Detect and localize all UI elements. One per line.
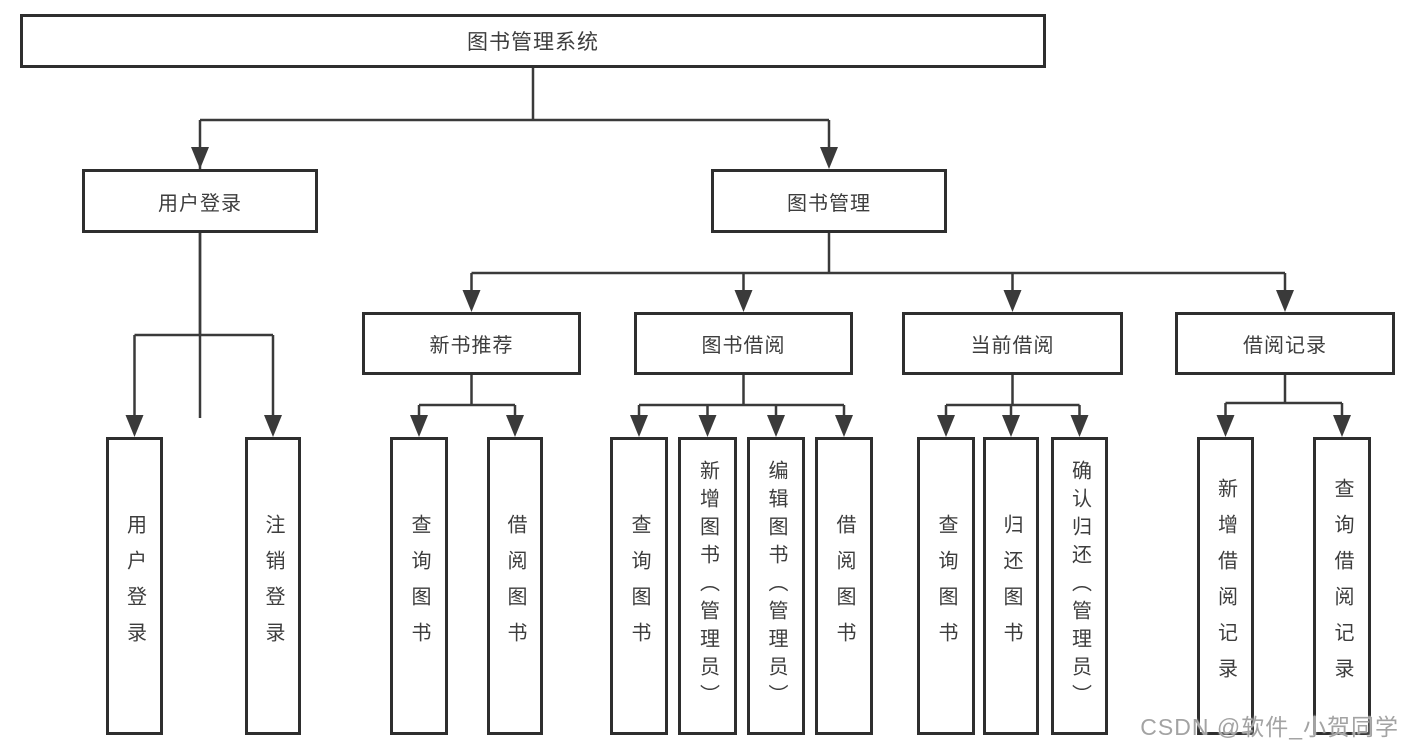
leaf-query-books-recommend: 查询图书 xyxy=(390,437,448,735)
node-book-borrowing: 图书借阅 xyxy=(634,312,853,375)
node-label: 新书推荐 xyxy=(429,335,514,357)
leaf-add-books-admin: 新增图书（管理员） xyxy=(678,437,737,735)
node-label: 查询图书 xyxy=(935,514,957,658)
leaf-user-login: 用户登录 xyxy=(106,437,163,735)
node-label: 图书管理 xyxy=(787,192,871,215)
node-label: 当前借阅 xyxy=(970,335,1055,357)
node-label: 归还图书 xyxy=(1000,514,1022,658)
node-current-borrowing: 当前借阅 xyxy=(902,312,1123,375)
node-label: 借阅图书 xyxy=(504,514,526,658)
node-label: 注销登录 xyxy=(262,514,284,658)
leaf-confirm-return-admin: 确认归还（管理员） xyxy=(1051,437,1108,735)
node-label: 新增图书（管理员） xyxy=(696,460,719,712)
connector-paths xyxy=(133,68,1344,420)
node-label: 图书管理系统 xyxy=(467,31,599,54)
leaf-borrow-books-borrowing: 借阅图书 xyxy=(815,437,873,735)
node-label: 查询图书 xyxy=(628,514,650,658)
leaf-query-borrow-record: 查询借阅记录 xyxy=(1313,437,1371,735)
leaf-logout-login: 注销登录 xyxy=(245,437,301,735)
node-library-management-system: 图书管理系统 xyxy=(20,14,1046,68)
node-borrowing-records: 借阅记录 xyxy=(1175,312,1395,375)
node-label: 新增借阅记录 xyxy=(1214,478,1237,694)
csdn-watermark: CSDN @软件_小贺同学 xyxy=(1140,714,1399,740)
node-label: 查询借阅记录 xyxy=(1331,478,1353,694)
node-label: 借阅图书 xyxy=(833,514,855,658)
node-label: 确认归还（管理员） xyxy=(1068,460,1091,712)
node-label: 查询图书 xyxy=(408,514,430,658)
node-book-management: 图书管理 xyxy=(711,169,947,233)
leaf-return-books: 归还图书 xyxy=(983,437,1039,735)
node-label: 图书借阅 xyxy=(701,335,786,357)
node-new-book-recommendation: 新书推荐 xyxy=(362,312,581,375)
leaf-edit-books-admin: 编辑图书（管理员） xyxy=(747,437,805,735)
leaf-add-borrow-record: 新增借阅记录 xyxy=(1197,437,1254,735)
leaf-query-books-current: 查询图书 xyxy=(917,437,975,735)
node-label: 编辑图书（管理员） xyxy=(765,460,787,712)
node-label: 用户登录 xyxy=(123,514,146,658)
node-label: 用户登录 xyxy=(158,192,242,215)
leaf-borrow-books-recommend: 借阅图书 xyxy=(487,437,543,735)
leaf-query-books-borrowing: 查询图书 xyxy=(610,437,668,735)
arrowheads xyxy=(125,147,1351,437)
node-label: 借阅记录 xyxy=(1243,335,1327,357)
node-user-login: 用户登录 xyxy=(82,169,318,233)
